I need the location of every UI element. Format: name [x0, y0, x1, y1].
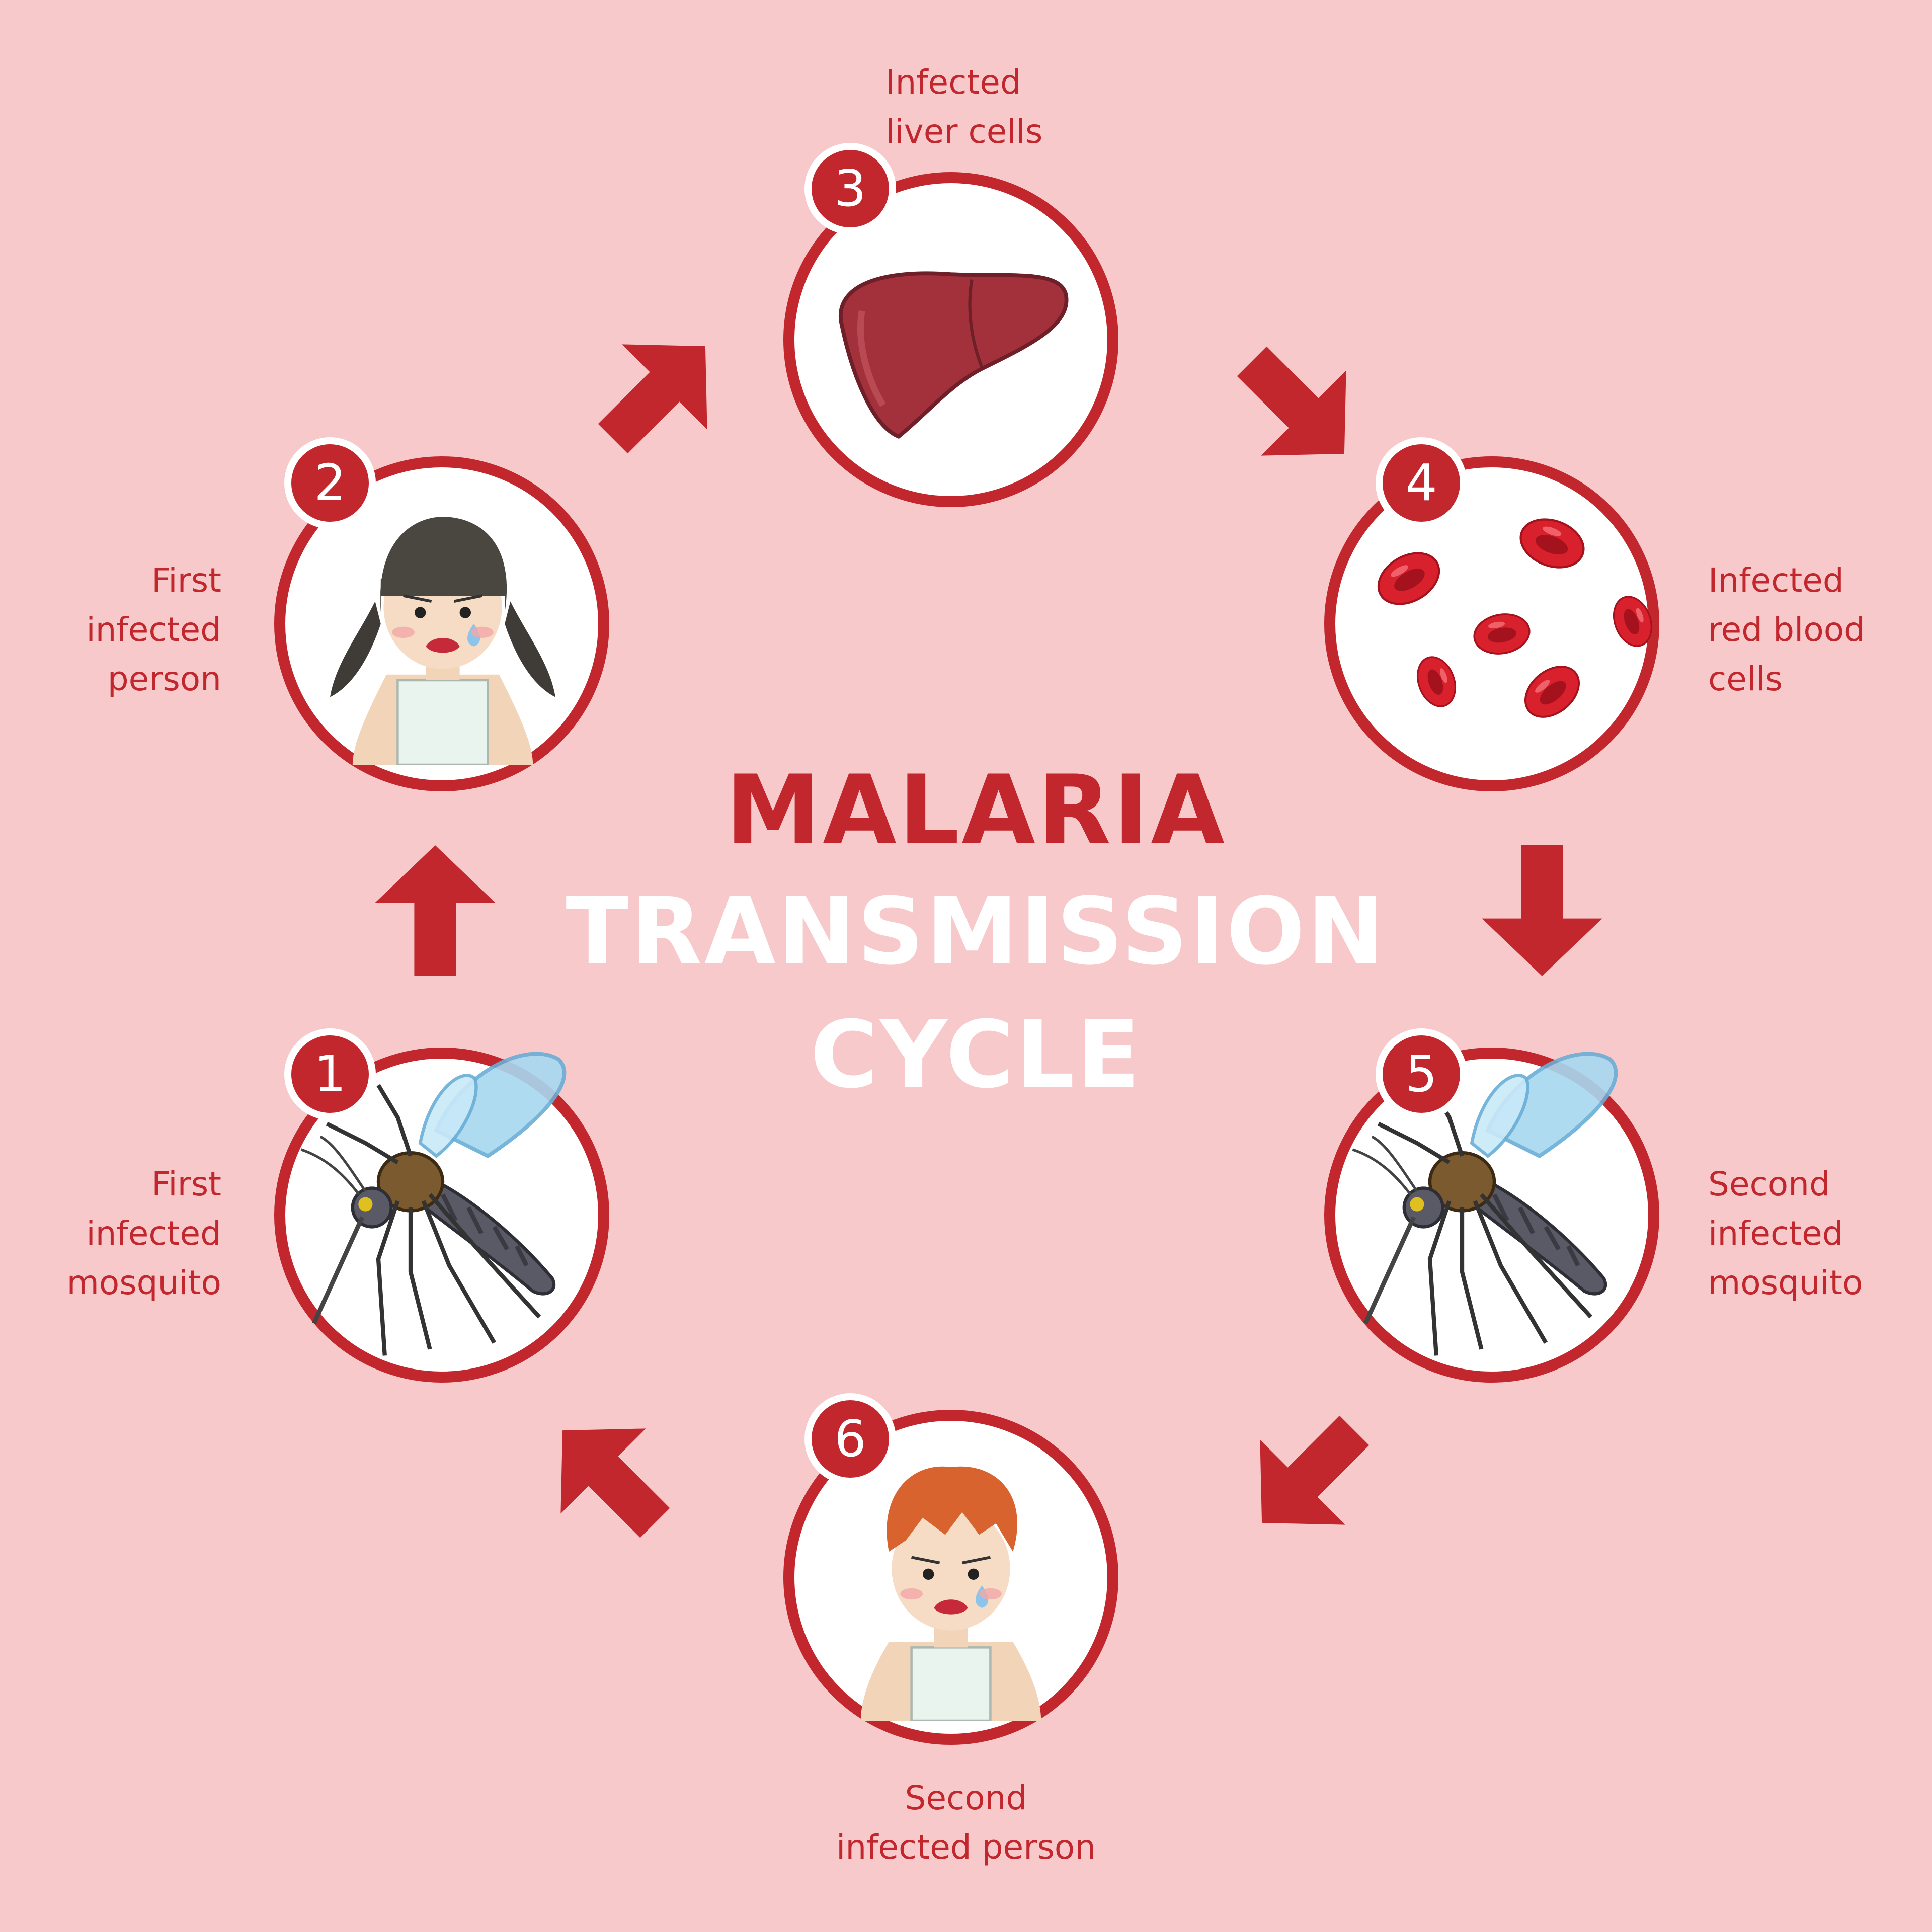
- step-2-number: 2: [314, 453, 346, 512]
- step-2-node: 2: [274, 437, 609, 791]
- step-5-label: Second infected mosquito: [1708, 1165, 1863, 1302]
- title-line-2: TRANSMISSION: [566, 878, 1387, 986]
- step-2-badge: [284, 437, 376, 529]
- step-3-number: 3: [834, 159, 866, 218]
- step-5-number: 5: [1405, 1044, 1437, 1103]
- step-3-node: 3: [783, 143, 1118, 507]
- step-6-node: 6: [783, 1393, 1118, 1745]
- step-6-number: 6: [834, 1409, 866, 1468]
- step-6-label: Second infected person: [836, 1779, 1096, 1867]
- step-4-node: 4: [1324, 437, 1659, 791]
- flow-arrow-3: [1209, 318, 1387, 497]
- step-4-badge: [1376, 437, 1467, 529]
- flow-arrow-1: [375, 845, 496, 976]
- step-5-badge: [1376, 1028, 1467, 1120]
- title-line-3: CYCLE: [810, 1001, 1142, 1109]
- flow-arrow-4: [1482, 845, 1602, 976]
- step-3-label: Infected liver cells: [886, 63, 1043, 151]
- step-5-node: 5: [1324, 1028, 1659, 1383]
- flow-arrow-6: [520, 1388, 698, 1566]
- step-2-label: First infected person: [86, 561, 221, 698]
- flow-arrow-2: [570, 303, 748, 481]
- step-4-label: Infected red blood cells: [1708, 561, 1866, 698]
- step-1-number: 1: [314, 1044, 346, 1103]
- flow-arrow-5: [1219, 1388, 1397, 1566]
- step-1-node: 1: [274, 1028, 609, 1383]
- step-1-label: First infected mosquito: [66, 1165, 221, 1302]
- step-4-number: 4: [1405, 453, 1437, 512]
- step-3-badge: [804, 143, 896, 234]
- step-6-badge: [804, 1393, 896, 1485]
- title-line-1: MALARIA: [725, 755, 1227, 866]
- step-1-badge: [284, 1028, 376, 1120]
